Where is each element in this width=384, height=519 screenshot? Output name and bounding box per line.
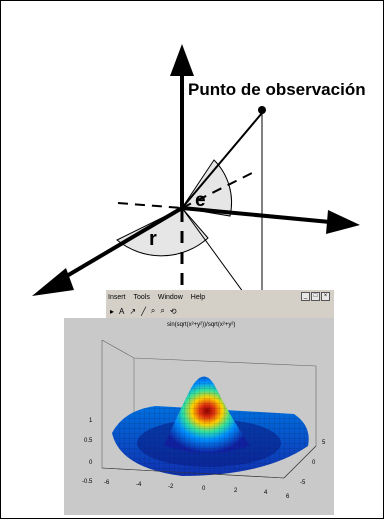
surface-peak-mesh	[164, 376, 250, 453]
arrow-tool-icon[interactable]: ↗	[129, 306, 137, 316]
y-axis-line	[283, 445, 317, 479]
observation-ray	[181, 112, 263, 209]
x-tick: -4	[136, 482, 142, 488]
z-tick: 0.5	[84, 438, 93, 444]
y-axis-dashed	[181, 169, 259, 209]
x-tick: 2	[234, 488, 238, 494]
y-tick: -5	[300, 480, 306, 486]
x-tick: 4	[264, 490, 268, 496]
select-arrow-icon[interactable]: ▸	[110, 306, 115, 316]
inset-toolbar: ▸ A ↗ ╱ ⌕ ⌕ ⟲	[106, 304, 334, 318]
text-tool-icon[interactable]: A	[119, 306, 125, 316]
x-axis-line	[101, 467, 285, 479]
z-axis-arrowhead	[170, 44, 194, 76]
inset-plot-window: Insert Tools Window Help _ □ × ▸ A ↗ ╱ ⌕…	[64, 290, 334, 515]
inset-menubar: Insert Tools Window Help _ □ ×	[106, 290, 334, 304]
y-axis-arrowhead	[32, 268, 74, 296]
x-axis-dashed	[117, 202, 183, 209]
angle-r-label: r	[149, 228, 157, 250]
menu-insert[interactable]: Insert	[108, 293, 126, 301]
x-tick: -2	[168, 484, 174, 490]
z-tick: 1	[89, 418, 93, 424]
rotate-icon[interactable]: ⟲	[169, 306, 177, 316]
zoom-out-icon[interactable]: ⌕	[160, 306, 165, 315]
x-tick: 0	[202, 486, 206, 492]
y-tick: 0	[312, 460, 316, 466]
x-tick: 6	[286, 494, 290, 500]
menu-tools[interactable]: Tools	[133, 293, 150, 301]
x-tick: -6	[104, 480, 110, 486]
observation-point	[258, 106, 266, 114]
plot-title: sin(sqrt(x²+y²))/sqrt(x²+y²)	[167, 322, 236, 328]
minimize-icon[interactable]: _	[301, 292, 310, 301]
menu-window[interactable]: Window	[157, 293, 183, 301]
y-tick: 5	[322, 440, 326, 446]
menu-help[interactable]: Help	[190, 293, 206, 301]
angle-e-label: e	[195, 190, 206, 211]
x-axis	[181, 206, 331, 224]
y-axis	[58, 206, 184, 282]
observation-point-label: Punto de observación	[188, 80, 366, 99]
close-icon[interactable]: ×	[321, 292, 330, 301]
window-controls: _ □ ×	[301, 292, 330, 301]
maximize-icon[interactable]: □	[311, 292, 320, 301]
surface-plot	[64, 318, 334, 515]
z-tick: -0.5	[82, 479, 93, 485]
angle-r-sector	[116, 207, 209, 257]
line-tool-icon[interactable]: ╱	[141, 306, 146, 316]
zoom-in-icon[interactable]: ⌕	[150, 306, 156, 315]
x-axis-arrowhead	[326, 210, 360, 234]
z-tick: 0	[89, 460, 93, 466]
